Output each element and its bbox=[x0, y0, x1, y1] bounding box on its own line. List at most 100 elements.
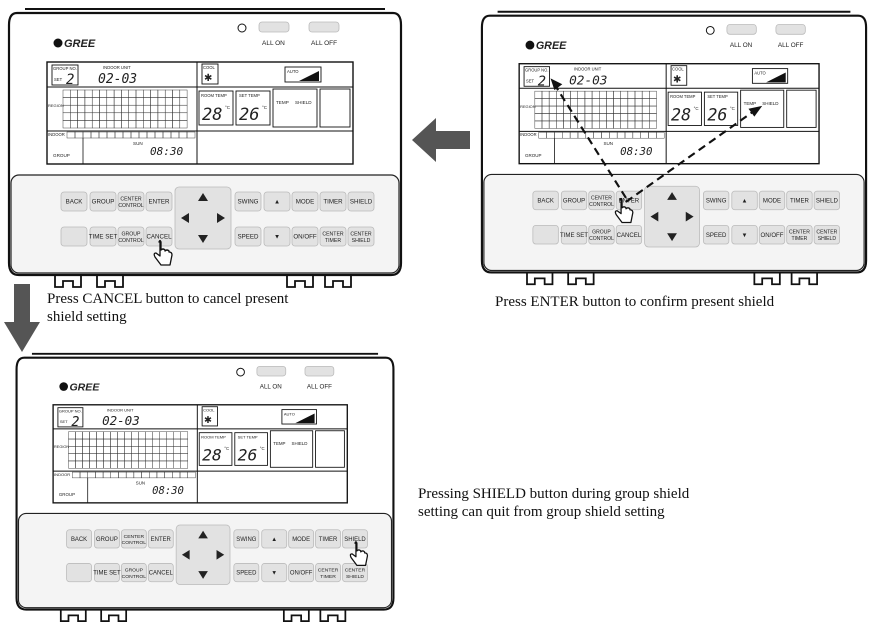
cancel-button-label: CANCEL bbox=[617, 233, 642, 239]
caption-cancel-line1: Press CANCEL button to cancel present bbox=[47, 291, 289, 307]
group-no-label: GROUP NO. bbox=[59, 408, 82, 413]
shield-label: SHIELD bbox=[292, 441, 308, 446]
speed-button[interactable]: SPEED bbox=[703, 225, 730, 245]
brand-logo: GREE bbox=[53, 38, 96, 50]
up-button[interactable]: ▲ bbox=[731, 190, 758, 211]
enter-button[interactable]: ENTER bbox=[147, 529, 174, 549]
all-on-button[interactable] bbox=[726, 24, 757, 35]
on-off-button-face bbox=[288, 563, 315, 583]
swing-button[interactable]: SWING bbox=[233, 529, 260, 549]
speed-button-label: SPEED bbox=[238, 234, 260, 241]
group-button[interactable]: GROUP bbox=[560, 190, 588, 211]
up-arrow-icon bbox=[198, 193, 208, 201]
shield-button[interactable]: SHIELD bbox=[347, 191, 375, 212]
left-arrow-icon bbox=[412, 118, 470, 162]
all-on-button-face bbox=[726, 24, 757, 35]
on-off-button[interactable]: ON/OFF bbox=[291, 226, 319, 247]
center-shield-button-label-1: CENTER bbox=[816, 230, 837, 236]
swing-button[interactable]: SWING bbox=[234, 191, 262, 212]
shield-button[interactable]: SHIELD bbox=[342, 529, 368, 549]
all-on-button[interactable] bbox=[258, 21, 290, 33]
group-control-button-label-2: CONTROL bbox=[589, 236, 614, 242]
down-button[interactable]: ▼ bbox=[731, 225, 758, 245]
up-button[interactable]: ▲ bbox=[263, 191, 291, 212]
swing-button[interactable]: SWING bbox=[703, 190, 730, 211]
all-on-button[interactable] bbox=[256, 365, 287, 377]
blank-button[interactable] bbox=[60, 226, 88, 247]
mounting-foot-4 bbox=[790, 272, 818, 286]
all-off-button[interactable] bbox=[304, 365, 335, 377]
cancel-button[interactable]: CANCEL bbox=[615, 225, 643, 245]
mode-button[interactable]: MODE bbox=[758, 190, 786, 211]
all-off-label: ALL OFF bbox=[307, 383, 332, 390]
on-off-button[interactable]: ON/OFF bbox=[288, 563, 315, 583]
swing-button-face bbox=[233, 529, 260, 549]
down-arrow-icon bbox=[198, 571, 208, 579]
mode-button[interactable]: MODE bbox=[291, 191, 319, 212]
spare-box bbox=[315, 430, 345, 468]
back-button[interactable]: BACK bbox=[532, 190, 559, 211]
timer-button-face bbox=[319, 191, 347, 212]
cancel-button-face bbox=[147, 563, 174, 583]
indoor-cell bbox=[186, 131, 196, 139]
cancel-button[interactable]: CANCEL bbox=[145, 226, 173, 247]
center-control-button-label-1: CENTER bbox=[120, 197, 142, 203]
indoor-row bbox=[72, 471, 196, 479]
time-set-button[interactable]: TIME SET bbox=[93, 563, 121, 583]
cancel-button[interactable]: CANCEL bbox=[147, 563, 174, 583]
direction-pad[interactable] bbox=[644, 185, 700, 248]
caption-shield-line1: Pressing SHIELD button during group shie… bbox=[418, 486, 690, 502]
temp-label: TEMP bbox=[744, 101, 757, 106]
room-temp-box bbox=[198, 90, 234, 126]
timer-button[interactable]: TIMER bbox=[786, 190, 813, 211]
indoor-unit-label: INDOOR UNIT bbox=[107, 408, 134, 413]
on-off-button[interactable]: ON/OFF bbox=[758, 225, 786, 245]
all-off-button[interactable] bbox=[775, 24, 806, 35]
blank-button[interactable] bbox=[66, 563, 92, 583]
brand-logo-text: GREE bbox=[536, 40, 567, 52]
unit-range-digits: 02-03 bbox=[102, 413, 140, 428]
center-control-button-label-1: CENTER bbox=[591, 195, 612, 201]
back-button[interactable]: BACK bbox=[60, 191, 88, 212]
day-label: SUN bbox=[603, 141, 613, 146]
direction-pad[interactable] bbox=[174, 186, 232, 250]
timer-button-face bbox=[786, 190, 813, 211]
all-on-button-face bbox=[256, 365, 287, 377]
hand-pointer-icon bbox=[614, 197, 634, 224]
up-button[interactable]: ▲ bbox=[261, 529, 288, 549]
timer-button[interactable]: TIMER bbox=[315, 529, 341, 549]
all-off-button[interactable] bbox=[308, 21, 340, 33]
enter-button[interactable]: ENTER bbox=[145, 191, 173, 212]
blank-button[interactable] bbox=[532, 225, 559, 245]
group-no-box bbox=[51, 64, 79, 86]
mode-button[interactable]: MODE bbox=[288, 529, 315, 549]
group-button[interactable]: GROUP bbox=[89, 191, 117, 212]
group-button[interactable]: GROUP bbox=[94, 529, 120, 549]
speed-button[interactable]: SPEED bbox=[234, 226, 262, 247]
temp-label: TEMP bbox=[273, 441, 285, 446]
down-button[interactable]: ▼ bbox=[263, 226, 291, 247]
group-button-face bbox=[89, 191, 117, 212]
back-button[interactable]: BACK bbox=[66, 529, 92, 549]
time-set-button[interactable]: TIME SET bbox=[89, 226, 118, 247]
direction-pad[interactable] bbox=[175, 524, 231, 585]
shield-button[interactable]: SHIELD bbox=[813, 190, 841, 211]
timer-button[interactable]: TIMER bbox=[319, 191, 347, 212]
group-no-box bbox=[57, 407, 84, 428]
speed-button[interactable]: SPEED bbox=[233, 563, 260, 583]
down-button[interactable]: ▼ bbox=[261, 563, 288, 583]
time-set-button[interactable]: TIME SET bbox=[560, 225, 588, 245]
